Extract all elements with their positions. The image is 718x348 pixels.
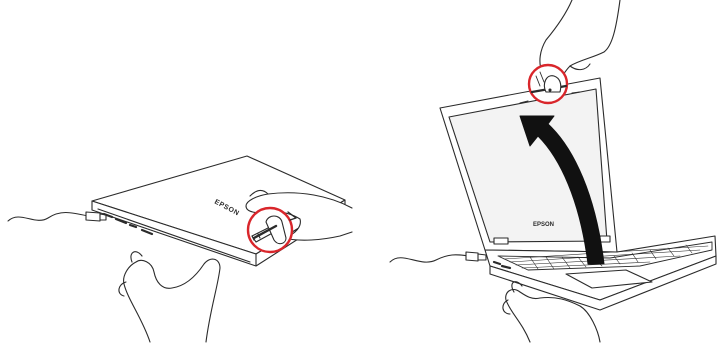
open-laptop-illustration: EPSON <box>390 0 716 342</box>
left-hand-under-edge <box>124 259 220 342</box>
open-lid-logo: EPSON <box>533 222 554 228</box>
closed-laptop-illustration: EPSON <box>8 156 352 342</box>
power-cable-plug <box>86 212 100 221</box>
power-cable <box>8 213 88 222</box>
power-cable <box>390 255 468 262</box>
